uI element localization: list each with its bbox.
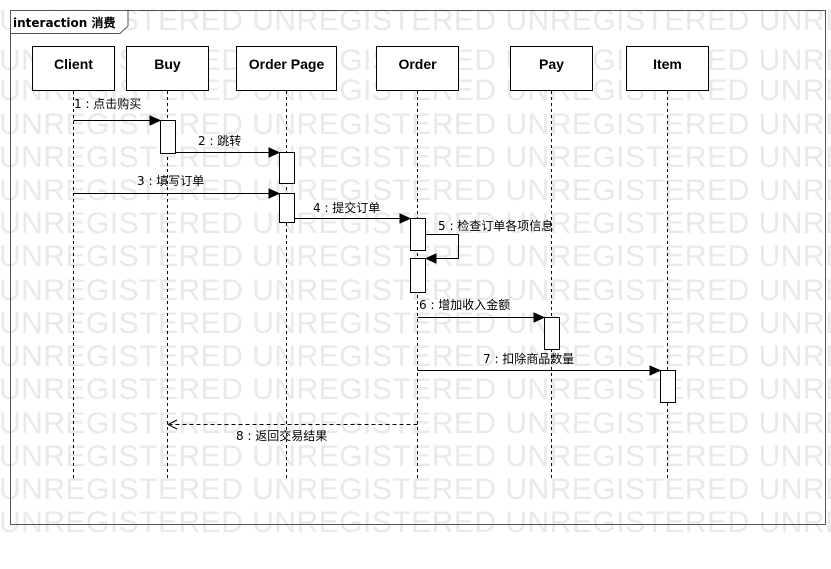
message-5-label: 5 : 检查订单各项信息 (438, 218, 553, 233)
lifeline-name-order-page: Order Page (249, 56, 325, 72)
message-2-label: 2 : 跳转 (198, 133, 241, 148)
lifeline-head-order-page[interactable] (236, 46, 337, 91)
svg-text:UNREGISTERED UNREGISTERED UNRE: UNREGISTERED UNREGISTERED UNREGISTERED U… (0, 373, 831, 406)
message-arrows (73, 120, 658, 425)
svg-text:UNREGISTERED UNREGISTERED UNRE: UNREGISTERED UNREGISTERED UNREGISTERED U… (0, 4, 831, 37)
lifeline-name-item: Item (653, 56, 682, 72)
activation-buy[interactable] (160, 120, 176, 154)
lifeline-name-order: Order (398, 56, 437, 72)
activation-item[interactable] (660, 370, 676, 403)
svg-text:UNREGISTERED UNREGISTERED UNRE: UNREGISTERED UNREGISTERED UNREGISTERED U… (0, 340, 831, 373)
lifeline-name-pay: Pay (539, 56, 564, 72)
message-5-arrowhead (424, 253, 437, 264)
message-2-arrowhead (268, 147, 281, 158)
svg-text:UNREGISTERED UNREGISTERED UNRE: UNREGISTERED UNREGISTERED UNREGISTERED U… (0, 473, 831, 506)
activation-bars (160, 120, 676, 403)
lifeline-name-client: Client (54, 56, 93, 72)
activation-order-1[interactable] (410, 218, 426, 251)
interaction-frame: interaction 消费 (10, 10, 826, 525)
svg-text:UNREGISTERED UNREGISTERED UNRE: UNREGISTERED UNREGISTERED UNREGISTERED U… (0, 141, 831, 174)
message-8-label: 8 : 返回交易结果 (236, 428, 327, 443)
message-labels: 1 : 点击购买 2 : 跳转 3 : 填写订单 4 : 提交订单 5 : 检查… (74, 96, 574, 443)
lifeline-head-client[interactable] (32, 46, 115, 91)
activation-pay[interactable] (544, 317, 560, 350)
message-8-arrowhead (166, 419, 178, 430)
svg-text:UNREGISTERED UNREGISTERED UNRE: UNREGISTERED UNREGISTERED UNREGISTERED U… (0, 108, 831, 141)
message-5-line[interactable] (425, 234, 459, 259)
message-6-arrowhead (533, 312, 546, 323)
message-4-arrowhead (399, 213, 412, 224)
message-4-label: 4 : 提交订单 (313, 200, 380, 215)
message-1-label: 1 : 点击购买 (74, 96, 141, 111)
activation-order-2[interactable] (410, 258, 426, 293)
activation-order-page-2[interactable] (279, 193, 295, 223)
frame-border (10, 10, 826, 525)
message-3-label: 3 : 填写订单 (137, 174, 204, 188)
svg-text:UNREGISTERED UNREGISTERED UNRE: UNREGISTERED UNREGISTERED UNREGISTERED U… (0, 407, 831, 440)
lifeline-head-item[interactable] (626, 46, 709, 91)
message-1-arrowhead (149, 115, 162, 126)
lifeline-head-order[interactable] (376, 46, 459, 91)
svg-text:UNREGISTERED UNREGISTERED UNRE: UNREGISTERED UNREGISTERED UNREGISTERED U… (0, 307, 831, 340)
lifeline-heads: Client Buy Order Page Order Pay Item (32, 46, 709, 91)
lifeline-head-pay[interactable] (510, 46, 593, 91)
arrowheads (149, 115, 662, 430)
frame-title-tab (10, 10, 129, 34)
message-7-label: 7 : 扣除商品数量 (483, 351, 574, 366)
activation-order-page-1[interactable] (279, 152, 295, 184)
svg-text:UNREGISTERED UNREGISTERED UNRE: UNREGISTERED UNREGISTERED UNREGISTERED U… (0, 506, 831, 539)
message-6-label: 6 : 增加收入金额 (419, 297, 510, 312)
frame-title: interaction 消费 (13, 15, 115, 30)
lifeline-head-buy[interactable] (126, 46, 209, 91)
message-3-arrowhead (268, 188, 281, 199)
lifeline-name-buy: Buy (154, 56, 181, 72)
message-7-arrowhead (649, 365, 662, 376)
svg-text:UNREGISTERED UNREGISTERED UNRE: UNREGISTERED UNREGISTERED UNREGISTERED U… (0, 174, 831, 207)
svg-text:UNREGISTERED UNREGISTERED UNRE: UNREGISTERED UNREGISTERED UNREGISTERED U… (0, 440, 831, 473)
